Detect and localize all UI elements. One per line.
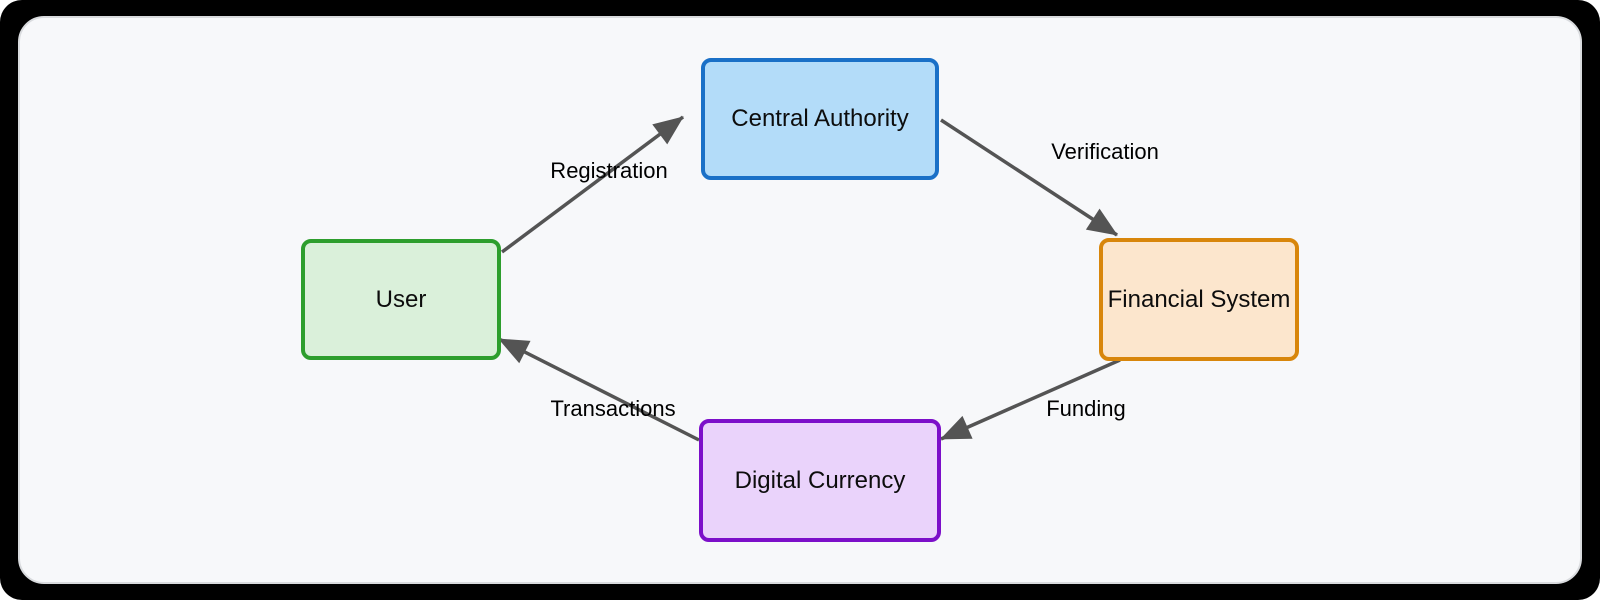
node-user-label: User (375, 285, 427, 313)
node-central-authority: Central Authority (701, 58, 939, 180)
node-financial-system-label: Financial System (1107, 285, 1291, 313)
edge-label-funding: Funding (1046, 396, 1126, 421)
edge-label-verification: Verification (1051, 139, 1159, 164)
node-financial-system: Financial System (1099, 238, 1299, 361)
node-digital-currency: Digital Currency (699, 419, 941, 542)
node-digital-currency-label: Digital Currency (734, 466, 906, 494)
edge-label-transactions: Transactions (550, 396, 676, 421)
edge-label-registration: Registration (550, 158, 668, 183)
node-central-authority-label: Central Authority (731, 105, 909, 132)
node-user: User (301, 239, 501, 360)
